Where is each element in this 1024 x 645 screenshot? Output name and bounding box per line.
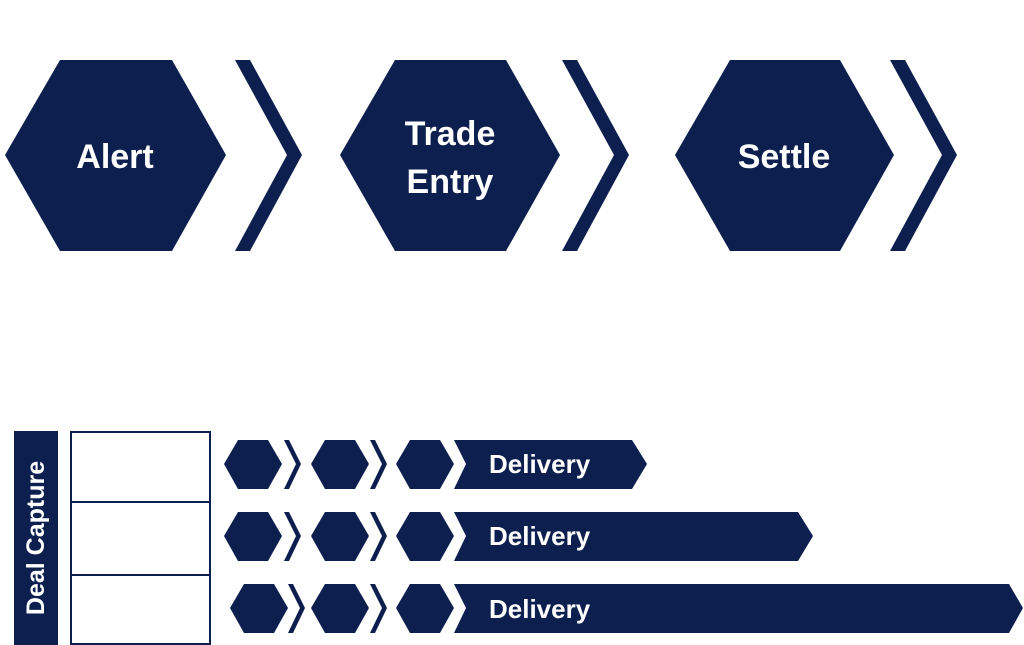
- mini-hexagon: [311, 440, 369, 489]
- capture-grid: [70, 431, 211, 645]
- chevron-right-icon: [370, 584, 387, 633]
- mini-hexagon: [224, 512, 282, 561]
- step-settle: Settle: [675, 60, 894, 251]
- chevron-right-icon: [370, 512, 387, 561]
- step-hexagon: [675, 60, 894, 251]
- mini-hexagon: [230, 584, 288, 633]
- mini-hexagon: [311, 512, 369, 561]
- deal-capture-section: Deal Capture Delivery Delivery: [14, 431, 1023, 645]
- chevron-right-icon: [890, 60, 957, 251]
- delivery-arrow: [454, 584, 1023, 633]
- step-label: Settle: [738, 138, 831, 176]
- capture-cell: [70, 574, 211, 645]
- mini-hexagon: [396, 440, 454, 489]
- step-hexagon: [5, 60, 226, 251]
- chevron-right-icon: [284, 440, 301, 489]
- capture-cell: [70, 431, 211, 503]
- delivery-arrow: [454, 512, 813, 561]
- capture-cell: [70, 501, 211, 576]
- delivery-label: Delivery: [489, 449, 591, 479]
- capture-row: Delivery: [224, 512, 813, 561]
- chevron-right-icon: [562, 60, 629, 251]
- step-label-line-2: Entry: [407, 163, 494, 201]
- chevron-right-icon: [288, 584, 305, 633]
- capture-row: Delivery: [224, 440, 647, 489]
- step-label: Alert: [76, 138, 153, 176]
- step-trade-entry: Trade Entry: [340, 60, 560, 251]
- step-label-line-1: Trade: [405, 115, 496, 153]
- chevron-right-icon: [370, 440, 387, 489]
- capture-row: Delivery: [230, 584, 1023, 633]
- mini-hexagon: [311, 584, 369, 633]
- step-alert: Alert: [5, 60, 226, 251]
- delivery-label: Delivery: [489, 521, 591, 551]
- mini-hexagon: [224, 440, 282, 489]
- delivery-label: Delivery: [489, 594, 591, 624]
- step-hexagon: [340, 60, 560, 251]
- deal-capture-title-bar: [14, 431, 58, 645]
- chevron-right-icon: [235, 60, 302, 251]
- delivery-arrow: [454, 440, 647, 489]
- chevron-right-icon: [284, 512, 301, 561]
- process-flow: Alert Trade Entry Settle: [5, 60, 957, 251]
- deal-capture-title: Deal Capture: [22, 461, 50, 615]
- mini-hexagon: [396, 512, 454, 561]
- mini-hexagon: [396, 584, 454, 633]
